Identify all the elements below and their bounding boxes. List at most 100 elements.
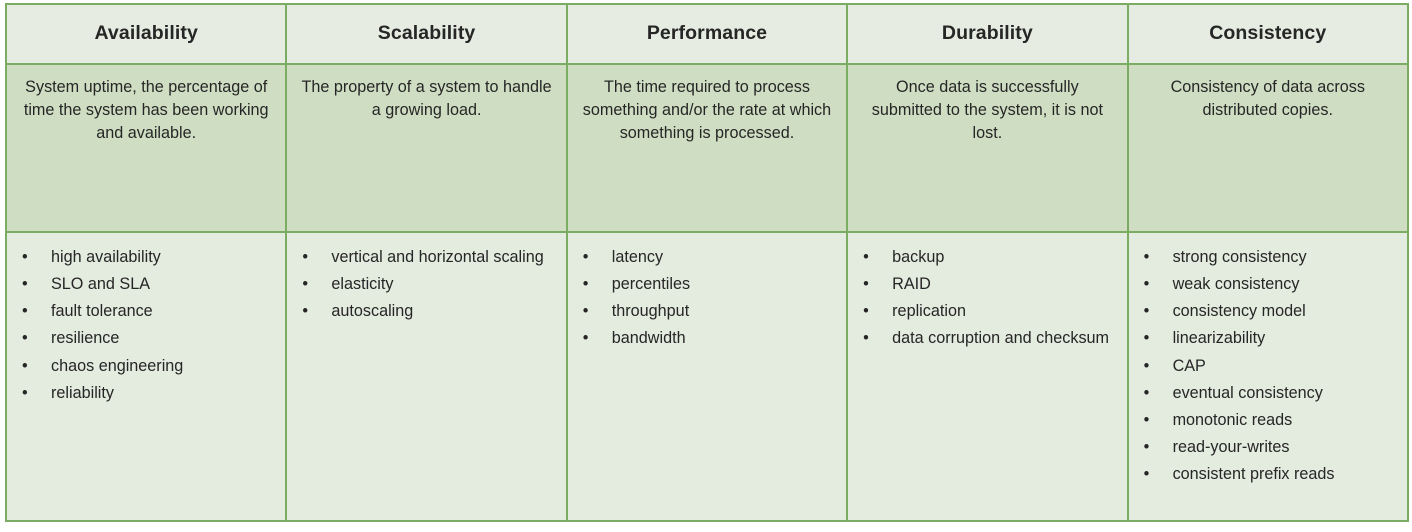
list-item: • percentiles — [581, 272, 836, 297]
column-description: Once data is successfully submitted to t… — [871, 78, 1103, 142]
list-item: • fault tolerance — [20, 299, 275, 324]
list-item: • RAID — [861, 272, 1116, 297]
bullet-icon: • — [863, 275, 869, 294]
bullet-icon: • — [1143, 437, 1150, 456]
list-item: • weak consistency — [1142, 272, 1397, 297]
list-item-label: weak consistency — [1172, 275, 1300, 294]
list-item-label: bandwidth — [611, 329, 686, 348]
list-item-label: reliability — [51, 383, 114, 402]
items-list: • vertical and horizontal scaling • elastic… — [287, 233, 565, 324]
list-item-label: fault tolerance — [51, 302, 153, 321]
list-item: •data corruption and checksum — [861, 326, 1116, 351]
list-item: • elasticity — [300, 272, 555, 297]
quality-attributes-table: Availability Scalability Performance Dur… — [4, 3, 1409, 522]
list-item-label: CAP — [1172, 356, 1206, 375]
list-item: • latency — [581, 245, 836, 270]
bullet-icon: • — [22, 329, 28, 348]
list-item: •consistent prefix reads — [1142, 462, 1397, 487]
table-description-row: System uptime, the percentage of time th… — [4, 63, 1409, 233]
list-item-label: percentiles — [611, 275, 691, 294]
list-item-label: high availability — [51, 248, 161, 266]
list-item: •linearizability — [1142, 326, 1397, 351]
header-cell-performance: Performance — [565, 3, 849, 65]
column-description: Consistency of data across distributed c… — [1170, 78, 1365, 119]
table-items-row: •high availability•SLO and SLA•fault tol… — [4, 231, 1409, 522]
items-cell-performance: • latency • percentiles •throughput • bandwidt… — [565, 231, 849, 522]
bullet-icon: • — [22, 383, 28, 402]
bullet-icon: • — [582, 329, 589, 348]
column-title: Consistency — [1209, 22, 1327, 45]
column-description: The time required to process something a… — [582, 78, 832, 142]
list-item: • bandwidth — [581, 326, 836, 351]
table-header-row: Availability Scalability Performance Dur… — [4, 3, 1409, 65]
bullet-icon: • — [1143, 383, 1150, 402]
column-title: Durability — [941, 22, 1033, 45]
list-item-label: throughput — [611, 302, 690, 321]
list-item-label: elasticity — [331, 275, 394, 294]
description-cell-scalability: The property of a system to handle a gro… — [285, 63, 568, 233]
list-item-label: SLO and SLA — [51, 275, 150, 294]
list-item: • read-your-writes — [1142, 435, 1397, 460]
bullet-icon: • — [302, 248, 309, 266]
items-list: • backup • RAID • replication •data corruption… — [848, 233, 1126, 351]
list-item: • monotonic reads — [1142, 408, 1397, 433]
bullet-icon: • — [1143, 275, 1150, 294]
list-item-label: replication — [892, 302, 966, 321]
bullet-icon: • — [1143, 356, 1150, 375]
header-cell-durability: Durability — [846, 3, 1129, 65]
list-item: •throughput — [581, 299, 836, 324]
list-item-label: read-your-writes — [1172, 437, 1290, 456]
list-item-label: backup — [892, 248, 945, 266]
bullet-icon: • — [863, 248, 869, 266]
header-cell-consistency: Consistency — [1126, 3, 1409, 65]
list-item-label: RAID — [892, 275, 931, 294]
bullet-icon: • — [1143, 329, 1150, 348]
list-item-label: eventual consistency — [1172, 383, 1323, 402]
bullet-icon: • — [302, 275, 309, 294]
description-cell-performance: The time required to process something a… — [565, 63, 849, 233]
list-item: • strong consistency — [1142, 245, 1397, 270]
bullet-icon: • — [1143, 248, 1150, 266]
bullet-icon: • — [863, 302, 869, 321]
list-item: • resilience — [20, 326, 275, 351]
bullet-icon: • — [863, 329, 869, 348]
items-list: • latency • percentiles •throughput • bandwidt… — [568, 233, 846, 351]
list-item-label: chaos engineering — [51, 356, 184, 375]
items-cell-scalability: • vertical and horizontal scaling • elastic… — [285, 231, 568, 522]
list-item-label: strong consistency — [1172, 248, 1307, 266]
list-item: •SLO and SLA — [20, 272, 275, 297]
list-item-label: autoscaling — [331, 302, 414, 321]
list-item: • chaos engineering — [20, 354, 275, 379]
items-cell-durability: • backup • RAID • replication •data corruption… — [846, 231, 1129, 522]
list-item: • autoscaling — [300, 299, 555, 324]
column-title: Performance — [646, 22, 768, 45]
bullet-icon: • — [582, 275, 589, 294]
bullet-icon: • — [582, 248, 589, 266]
bullet-icon: • — [22, 248, 28, 266]
list-item-label: consistency model — [1172, 302, 1306, 321]
bullet-icon: • — [22, 302, 28, 321]
bullet-icon: • — [1143, 302, 1150, 321]
bullet-icon: • — [1143, 410, 1150, 429]
header-cell-availability: Availability — [4, 3, 288, 65]
list-item-label: latency — [611, 248, 664, 266]
list-item: • vertical and horizontal scaling — [300, 245, 555, 270]
list-item: • backup — [861, 245, 1116, 270]
bullet-icon: • — [302, 302, 309, 321]
column-description: System uptime, the percentage of time th… — [23, 78, 269, 142]
list-item-label: consistent prefix reads — [1172, 465, 1335, 483]
items-cell-consistency: •strong consistency•weak consistency•con… — [1126, 231, 1409, 522]
list-item-label: resilience — [51, 329, 120, 348]
list-item: • eventual consistency — [1142, 381, 1397, 406]
bullet-icon: • — [22, 356, 28, 375]
column-description: The property of a system to handle a gro… — [301, 78, 552, 119]
list-item-label: monotonic reads — [1172, 410, 1293, 429]
list-item: • reliability — [20, 381, 275, 406]
list-item: • replication — [861, 299, 1116, 324]
list-item-label: vertical and horizontal scaling — [331, 248, 544, 266]
column-title: Scalability — [377, 22, 476, 45]
description-cell-availability: System uptime, the percentage of time th… — [4, 63, 288, 233]
header-cell-scalability: Scalability — [285, 3, 568, 65]
items-list: •high availability•SLO and SLA•fault tol… — [7, 233, 285, 405]
